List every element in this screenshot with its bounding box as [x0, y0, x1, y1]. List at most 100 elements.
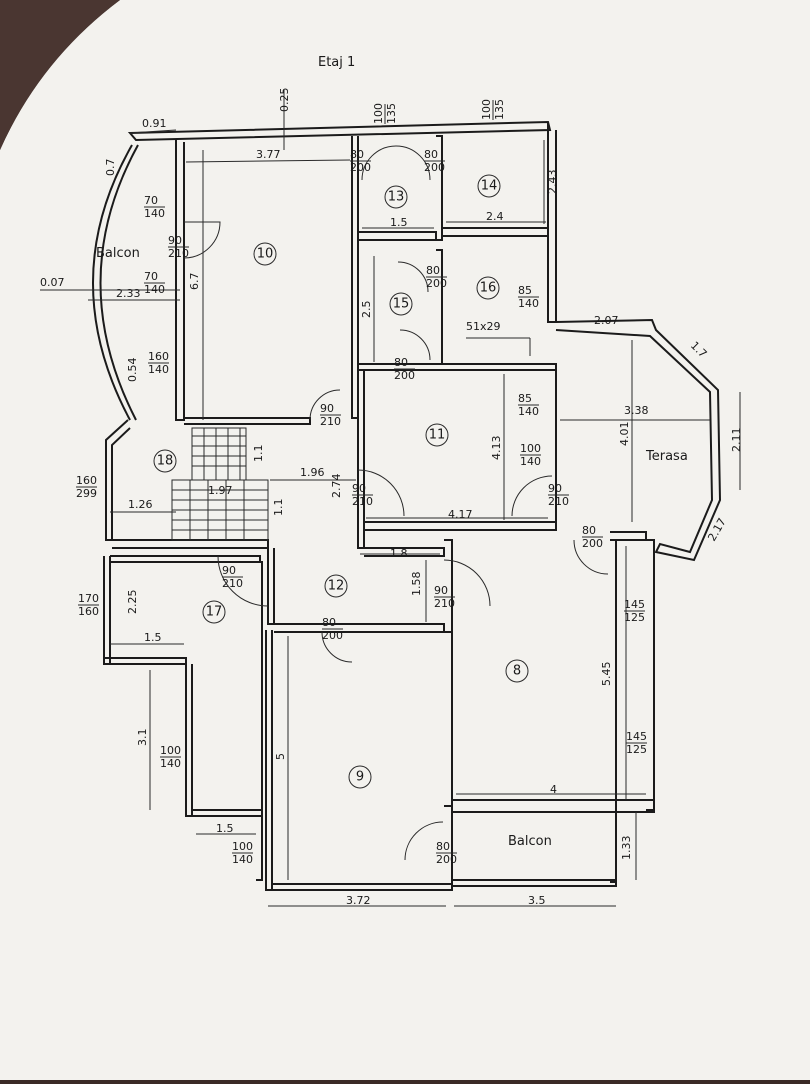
dimension-labels: 0.91 0.25 3.77 0.7 0.07 2.33 0.54 6.7 1.…: [40, 88, 743, 908]
opening-bottom: 140: [518, 297, 539, 310]
room-17-marker: 17: [202, 600, 226, 624]
opening-top: 80: [582, 524, 596, 537]
opening-top: 100: [160, 744, 181, 757]
opening-bottom: 140: [518, 405, 539, 418]
opening-top: 170: [78, 592, 99, 605]
opening-top: 85: [518, 284, 532, 297]
opening-bottom: 210: [168, 247, 189, 260]
opening-bottom: 125: [624, 611, 645, 624]
balcon-left-label: Balcon: [96, 246, 140, 261]
svg-text:2.25: 2.25: [126, 590, 139, 615]
svg-text:1.26: 1.26: [128, 498, 153, 511]
room-11-marker: 11: [425, 423, 449, 447]
svg-text:4: 4: [550, 783, 557, 796]
svg-text:13: 13: [388, 190, 405, 205]
svg-text:1.5: 1.5: [144, 631, 162, 644]
svg-text:2.33: 2.33: [116, 287, 141, 300]
opening-top: 145: [626, 730, 647, 743]
opening-bottom: 125: [626, 743, 647, 756]
opening-top: 80: [426, 264, 440, 277]
svg-text:1.8: 1.8: [390, 547, 408, 560]
svg-text:3.77: 3.77: [256, 148, 281, 161]
opening-top: 145: [624, 598, 645, 611]
svg-text:0.07: 0.07: [40, 276, 65, 289]
opening-bottom: 200: [424, 161, 445, 174]
opening-bottom: 140: [144, 283, 165, 296]
svg-text:1.97: 1.97: [208, 484, 233, 497]
opening-top: 90: [352, 482, 366, 495]
opening-bottom: 200: [394, 369, 415, 382]
svg-text:0.54: 0.54: [126, 358, 139, 383]
room-12-marker: 12: [324, 574, 348, 598]
opening-top: 90: [548, 482, 562, 495]
opening-bottom: 140: [160, 757, 181, 770]
opening-bottom: 200: [350, 161, 371, 174]
opening-fractions: 7014090210701401601408020080200802008514…: [76, 148, 647, 866]
svg-text:1.58: 1.58: [410, 572, 423, 597]
terasa-label: Terasa: [645, 449, 688, 464]
svg-text:10: 10: [257, 247, 274, 262]
top-window-2: 100 135: [480, 99, 506, 120]
opening-bottom: 160: [78, 605, 99, 618]
opening-top: 80: [424, 148, 438, 161]
svg-text:2.07: 2.07: [594, 314, 619, 327]
svg-text:1.5: 1.5: [390, 216, 408, 229]
svg-text:11: 11: [429, 428, 446, 443]
svg-text:18: 18: [157, 454, 174, 469]
opening-bottom: 140: [148, 363, 169, 376]
room-18-marker: 18: [153, 449, 177, 473]
opening-bottom: 200: [582, 537, 603, 550]
opening-bottom: 200: [436, 853, 457, 866]
svg-text:1.33: 1.33: [620, 836, 633, 861]
svg-text:1.1: 1.1: [252, 445, 265, 463]
opening-top: 160: [148, 350, 169, 363]
svg-text:2.43: 2.43: [546, 170, 559, 195]
svg-text:12: 12: [328, 579, 345, 594]
staircase: [171, 427, 269, 541]
svg-text:1.1: 1.1: [272, 499, 285, 517]
opening-top: 70: [144, 194, 158, 207]
opening-bottom: 210: [222, 577, 243, 590]
svg-text:1.96: 1.96: [300, 466, 325, 479]
svg-text:3.1: 3.1: [136, 729, 149, 747]
svg-text:5: 5: [274, 753, 287, 760]
opening-top: 90: [320, 402, 334, 415]
opening-bottom: 140: [144, 207, 165, 220]
svg-text:0.25: 0.25: [278, 88, 291, 113]
opening-bottom: 200: [426, 277, 447, 290]
svg-text:4.01: 4.01: [618, 422, 631, 447]
room-markers: 10 13 14 15 16 11 18 12 17 8 9: [153, 174, 529, 789]
svg-text:3.38: 3.38: [624, 404, 649, 417]
opening-top: 100: [520, 442, 541, 455]
balcon-bottom-label: Balcon: [508, 834, 552, 849]
svg-text:15: 15: [393, 297, 410, 312]
svg-text:100: 100: [480, 99, 493, 120]
opening-top: 80: [436, 840, 450, 853]
svg-text:0.91: 0.91: [142, 117, 167, 130]
paper-shadow: [0, 0, 120, 150]
svg-text:135: 135: [493, 99, 506, 120]
room-13-marker: 13: [384, 185, 408, 209]
opening-top: 100: [232, 840, 253, 853]
svg-text:6.7: 6.7: [188, 273, 201, 291]
svg-text:2.74: 2.74: [330, 474, 343, 499]
opening-top: 80: [394, 356, 408, 369]
svg-text:3.5: 3.5: [528, 894, 546, 907]
opening-bottom: 210: [352, 495, 373, 508]
opening-top: 160: [76, 474, 97, 487]
